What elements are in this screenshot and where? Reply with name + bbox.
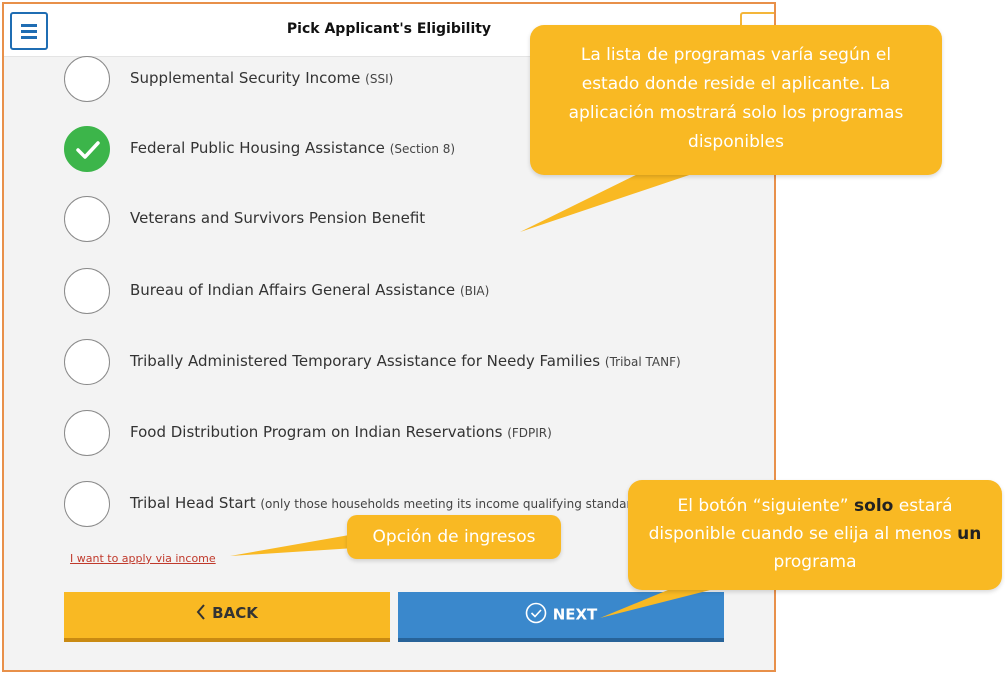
radio-button[interactable] (64, 481, 110, 527)
option-fdpir[interactable]: Food Distribution Program on Indian Rese… (64, 410, 764, 460)
callout-next-text-3: programa (773, 552, 857, 572)
option-label: Federal Public Housing Assistance (130, 139, 385, 157)
option-label: Bureau of Indian Affairs General Assista… (130, 281, 456, 299)
option-label: Veterans and Survivors Pension Benefit (130, 209, 426, 227)
callout-programs: La lista de programas varía según el est… (530, 25, 942, 175)
apply-via-income-link[interactable]: I want to apply via income (70, 552, 216, 565)
option-label: Tribally Administered Temporary Assistan… (130, 352, 601, 370)
radio-button[interactable] (64, 196, 110, 242)
callout-programs-text: La lista de programas varía según el est… (568, 45, 904, 152)
option-abbr: (BIA) (459, 284, 490, 298)
back-button-label: BACK (212, 604, 258, 622)
option-abbr: (Tribal TANF) (604, 355, 681, 369)
back-button[interactable]: BACK (64, 592, 390, 642)
callout-next-text-2: estará disponible cuando se elija al men… (648, 496, 953, 544)
hamburger-icon (21, 24, 37, 27)
callout-next-bold-1: solo (854, 496, 894, 516)
radio-button[interactable] (64, 56, 110, 102)
callout-income-text: Opción de ingresos (372, 527, 536, 547)
chevron-left-icon (196, 603, 205, 620)
callout-income: Opción de ingresos (347, 515, 561, 559)
option-ssi[interactable]: Supplemental Security Income (SSI) (64, 56, 764, 106)
callout-next-text-1: El botón “siguiente” (677, 496, 849, 516)
option-tribal-tanf[interactable]: Tribally Administered Temporary Assistan… (64, 339, 764, 389)
option-abbr: (Section 8) (389, 142, 456, 156)
page-title: Pick Applicant's Eligibility (286, 21, 492, 37)
option-veterans[interactable]: Veterans and Survivors Pension Benefit (64, 196, 764, 246)
option-label: Supplemental Security Income (130, 69, 361, 87)
radio-button[interactable] (64, 410, 110, 456)
option-bia[interactable]: Bureau of Indian Affairs General Assista… (64, 268, 764, 318)
option-label: Food Distribution Program on Indian Rese… (130, 423, 503, 441)
header-bar: Pick Applicant's Eligibility (4, 4, 774, 57)
callout-next: El botón “siguiente” solo estará disponi… (628, 480, 1002, 590)
checkmark-icon (76, 141, 100, 159)
callout-next-bold-2: un (957, 524, 982, 544)
option-section8[interactable]: Federal Public Housing Assistance (Secti… (64, 126, 764, 176)
option-abbr: (SSI) (365, 72, 394, 86)
option-abbr: (FDPIR) (507, 426, 552, 440)
radio-button[interactable] (64, 339, 110, 385)
radio-button-checked[interactable] (64, 126, 110, 172)
check-circle-icon (525, 602, 546, 624)
radio-button[interactable] (64, 268, 110, 314)
option-abbr: (only those households meeting its incom… (260, 497, 632, 511)
menu-button[interactable] (10, 12, 48, 50)
option-label: Tribal Head Start (130, 494, 256, 512)
next-button-label: NEXT (552, 605, 598, 624)
next-button[interactable]: NEXT (398, 592, 724, 642)
option-tribal-head-start[interactable]: Tribal Head Start (only those households… (64, 481, 764, 531)
